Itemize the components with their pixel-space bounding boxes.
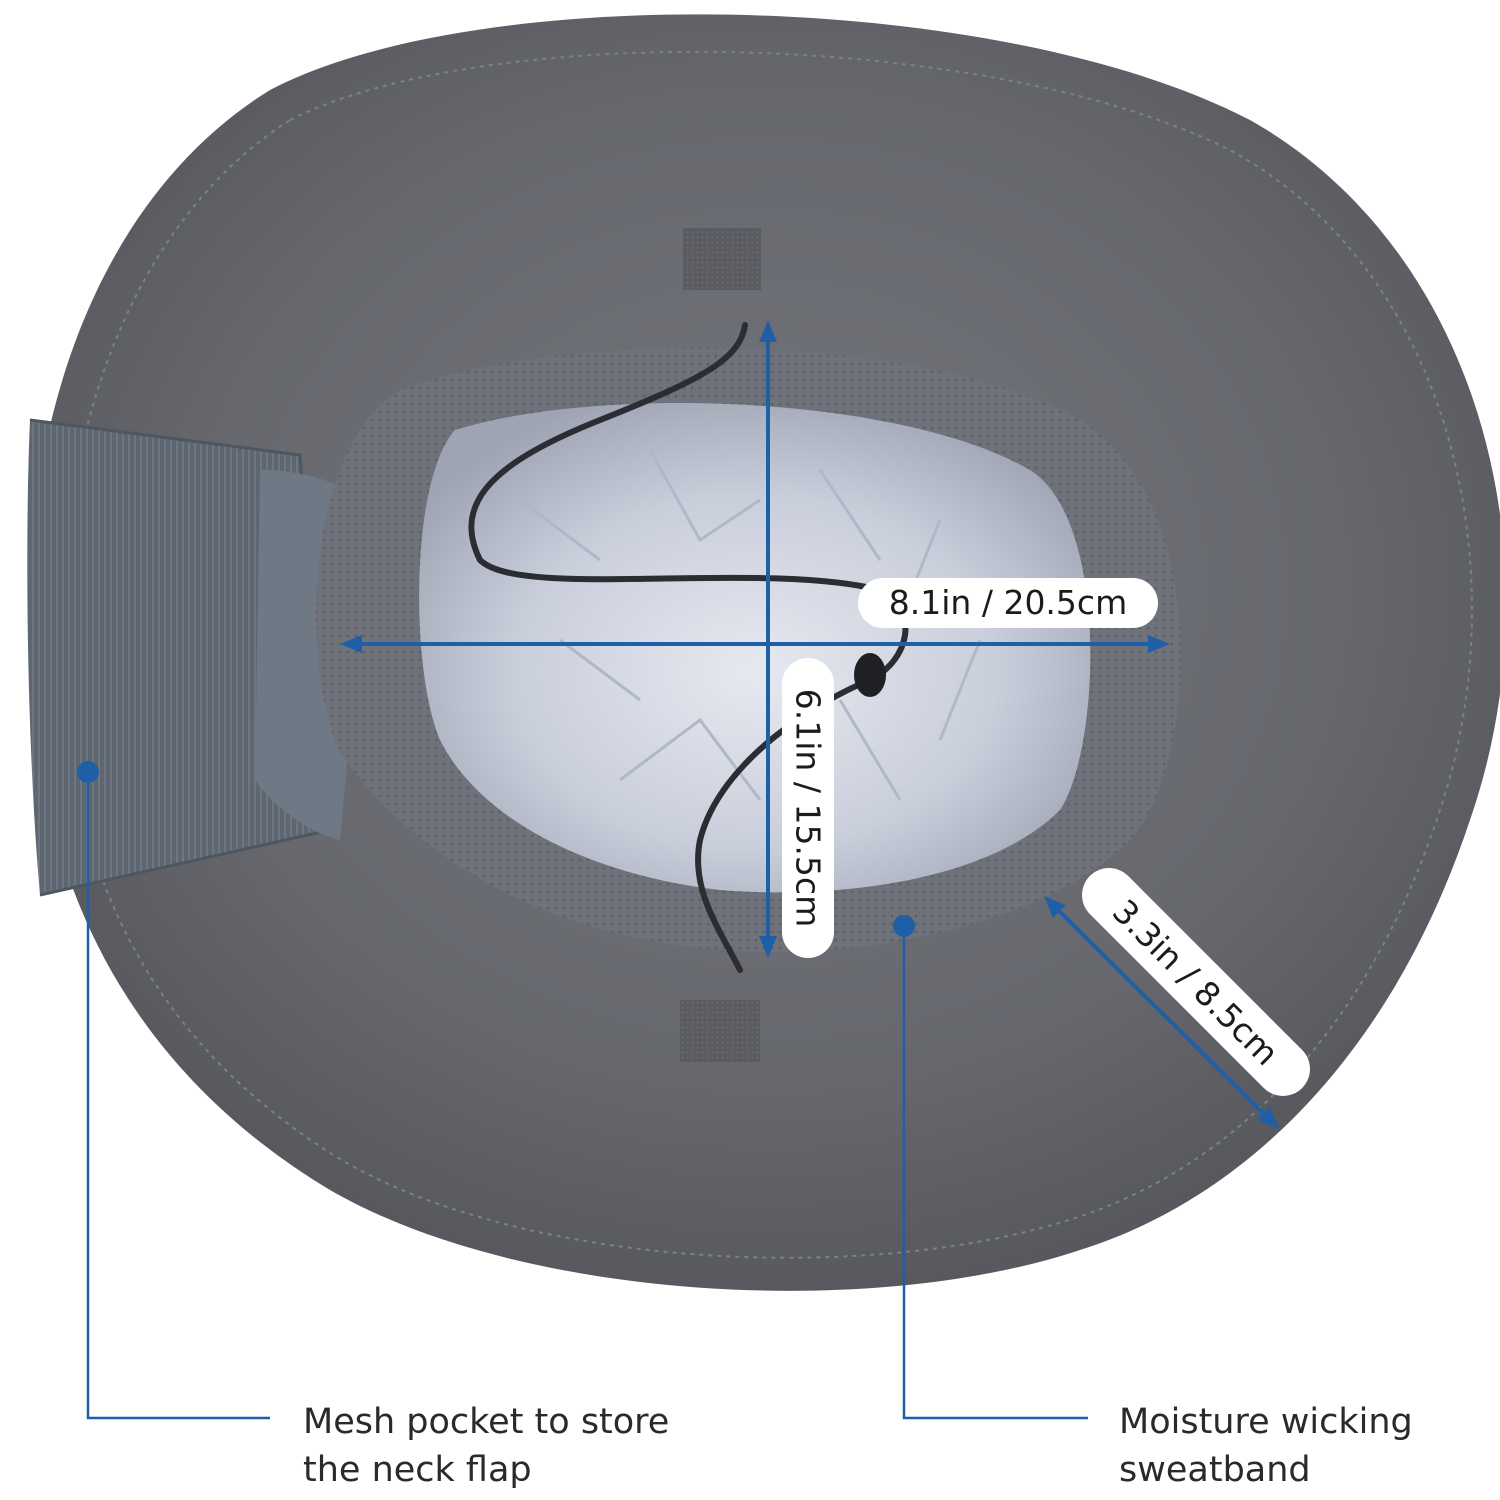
hat-lining — [419, 403, 1091, 893]
mesh-pocket-leader — [77, 761, 270, 1420]
drawstring — [468, 322, 909, 973]
mesh-pocket-callout-line1: Mesh pocket to store — [303, 1402, 670, 1442]
width-label: 8.1in / 20.5cm — [889, 583, 1127, 622]
mesh-pocket-callout: Mesh pocket to store the neck flap — [303, 1398, 669, 1494]
width-label-pill — [858, 578, 1158, 628]
velcro-tab-top — [683, 228, 761, 290]
mesh-pocket-callout-line2: the neck flap — [303, 1450, 532, 1490]
brim-label-pill — [1082, 868, 1310, 1096]
sweatband-callout-line2: sweatband — [1119, 1450, 1311, 1490]
sweatband-leader — [893, 915, 1088, 1420]
drawstring-toggle — [854, 653, 886, 697]
depth-label-pill — [782, 658, 834, 958]
sweatband-callout-line1: Moisture wicking — [1119, 1402, 1413, 1442]
depth-measure: 6.1in / 15.5cm — [759, 320, 834, 958]
width-measure: 8.1in / 20.5cm — [340, 578, 1170, 653]
sweatband-callout: Moisture wicking sweatband — [1119, 1398, 1413, 1494]
velcro-tab-bottom — [680, 1000, 760, 1062]
depth-label: 6.1in / 15.5cm — [789, 689, 828, 927]
